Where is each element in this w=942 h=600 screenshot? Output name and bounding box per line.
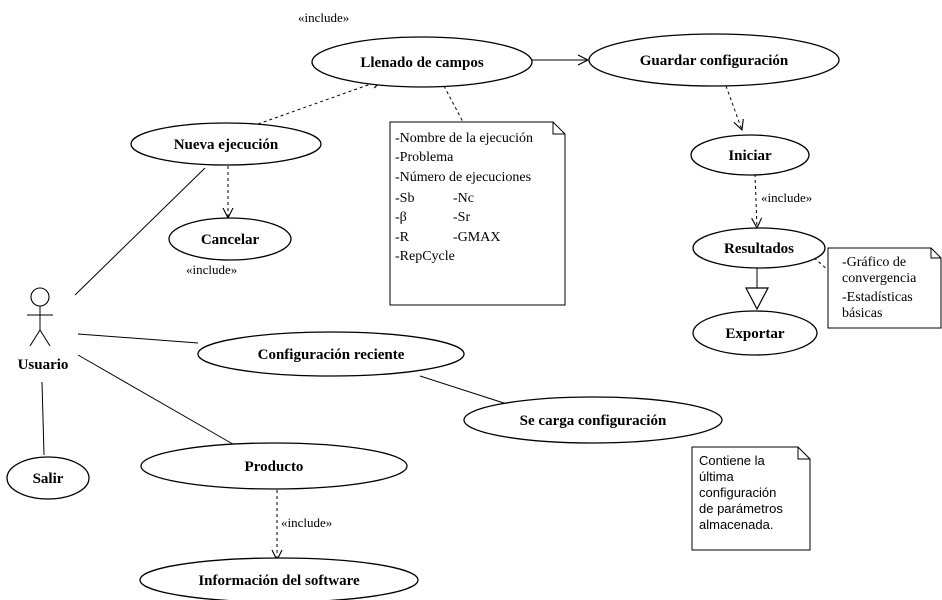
note-anchor-resultados [804, 249, 829, 271]
stereotype-include-top: «include» [298, 10, 349, 25]
stereotype-include-cancelar: «include» [186, 262, 237, 277]
note-line: básicas [842, 306, 882, 321]
use-case-guardar-configuracion[interactable]: Guardar configuración [588, 33, 840, 87]
note-line: última [699, 469, 734, 484]
include-arrow-nueva-llenado [257, 80, 382, 125]
note-line: -Gráfico de [842, 255, 906, 270]
note-param: -GMAX [453, 230, 500, 245]
assoc-usuario-configuracion-reciente [77, 333, 199, 344]
note-param: -β [395, 210, 407, 225]
use-case-label: Exportar [725, 326, 785, 342]
note-param: -R [395, 230, 410, 245]
note-line: convergencia [842, 271, 917, 286]
note-configuracion: Contiene la última configuración de pará… [691, 446, 811, 551]
assoc-configuracion-se-carga [419, 375, 511, 406]
note-anchor-campos [443, 85, 464, 123]
actor-usuario[interactable]: Usuario [18, 287, 69, 373]
use-case-label: Producto [245, 459, 304, 475]
stereotype-include-producto: «include» [281, 515, 332, 530]
note-line: -Estadísticas [842, 290, 913, 305]
use-case-cancelar[interactable]: Cancelar [168, 217, 292, 261]
use-case-resultados[interactable]: Resultados [692, 227, 826, 269]
use-case-label: Guardar configuración [640, 53, 789, 69]
stereotype-include-iniciar: «include» [761, 190, 812, 205]
note-line: -Número de ejecuciones [395, 170, 531, 185]
note-param: -RepCycle [395, 249, 455, 264]
use-case-label: Salir [33, 471, 64, 487]
use-case-configuracion-reciente[interactable]: Configuración reciente [197, 331, 465, 377]
note-param: -Sb [395, 191, 414, 206]
assoc-usuario-nueva-ejecucion [74, 167, 206, 296]
use-case-label: Configuración reciente [258, 347, 405, 363]
actor-label: Usuario [18, 357, 69, 373]
note-line: almacenada. [699, 517, 773, 532]
note-line: de parámetros [699, 501, 783, 516]
actor-head-icon [30, 287, 50, 307]
use-case-nueva-ejecucion[interactable]: Nueva ejecución [130, 122, 322, 166]
use-case-iniciar[interactable]: Iniciar [690, 134, 810, 176]
use-case-label: Información del software [198, 573, 360, 589]
use-case-exportar[interactable]: Exportar [692, 310, 818, 356]
use-case-informacion-del-software[interactable]: Información del software [139, 557, 419, 600]
use-case-label: Resultados [724, 241, 794, 257]
note-campos: -Nombre de la ejecución -Problema -Númer… [389, 121, 566, 306]
use-case-label: Cancelar [201, 232, 260, 248]
assoc-usuario-producto [77, 354, 239, 448]
assoc-usuario-salir [41, 381, 45, 456]
use-case-label: Llenado de campos [360, 55, 484, 71]
note-line: -Nombre de la ejecución [395, 131, 533, 146]
use-case-producto[interactable]: Producto [140, 442, 408, 490]
use-case-label: Se carga configuración [520, 413, 667, 429]
note-line: configuración [699, 485, 776, 500]
use-case-salir[interactable]: Salir [6, 456, 90, 500]
use-case-label: Iniciar [728, 148, 772, 164]
generalization-triangle-icon [745, 287, 769, 311]
note-resultados: -Gráfico de convergencia -Estadísticas b… [827, 247, 942, 329]
arrow-guardar-iniciar [725, 85, 742, 130]
note-line: Contiene la [699, 453, 766, 468]
actor-right-leg [39, 329, 51, 347]
use-case-label: Nueva ejecución [174, 137, 279, 153]
note-line: -Problema [395, 150, 454, 165]
include-arrow-iniciar-resultados [755, 173, 757, 228]
use-case-llenado-de-campos[interactable]: Llenado de campos [311, 36, 533, 88]
note-param: -Nc [453, 191, 474, 206]
use-case-se-carga-configuracion[interactable]: Se carga configuración [463, 396, 723, 444]
note-param: -Sr [453, 210, 470, 225]
actor-left-leg [29, 329, 41, 347]
